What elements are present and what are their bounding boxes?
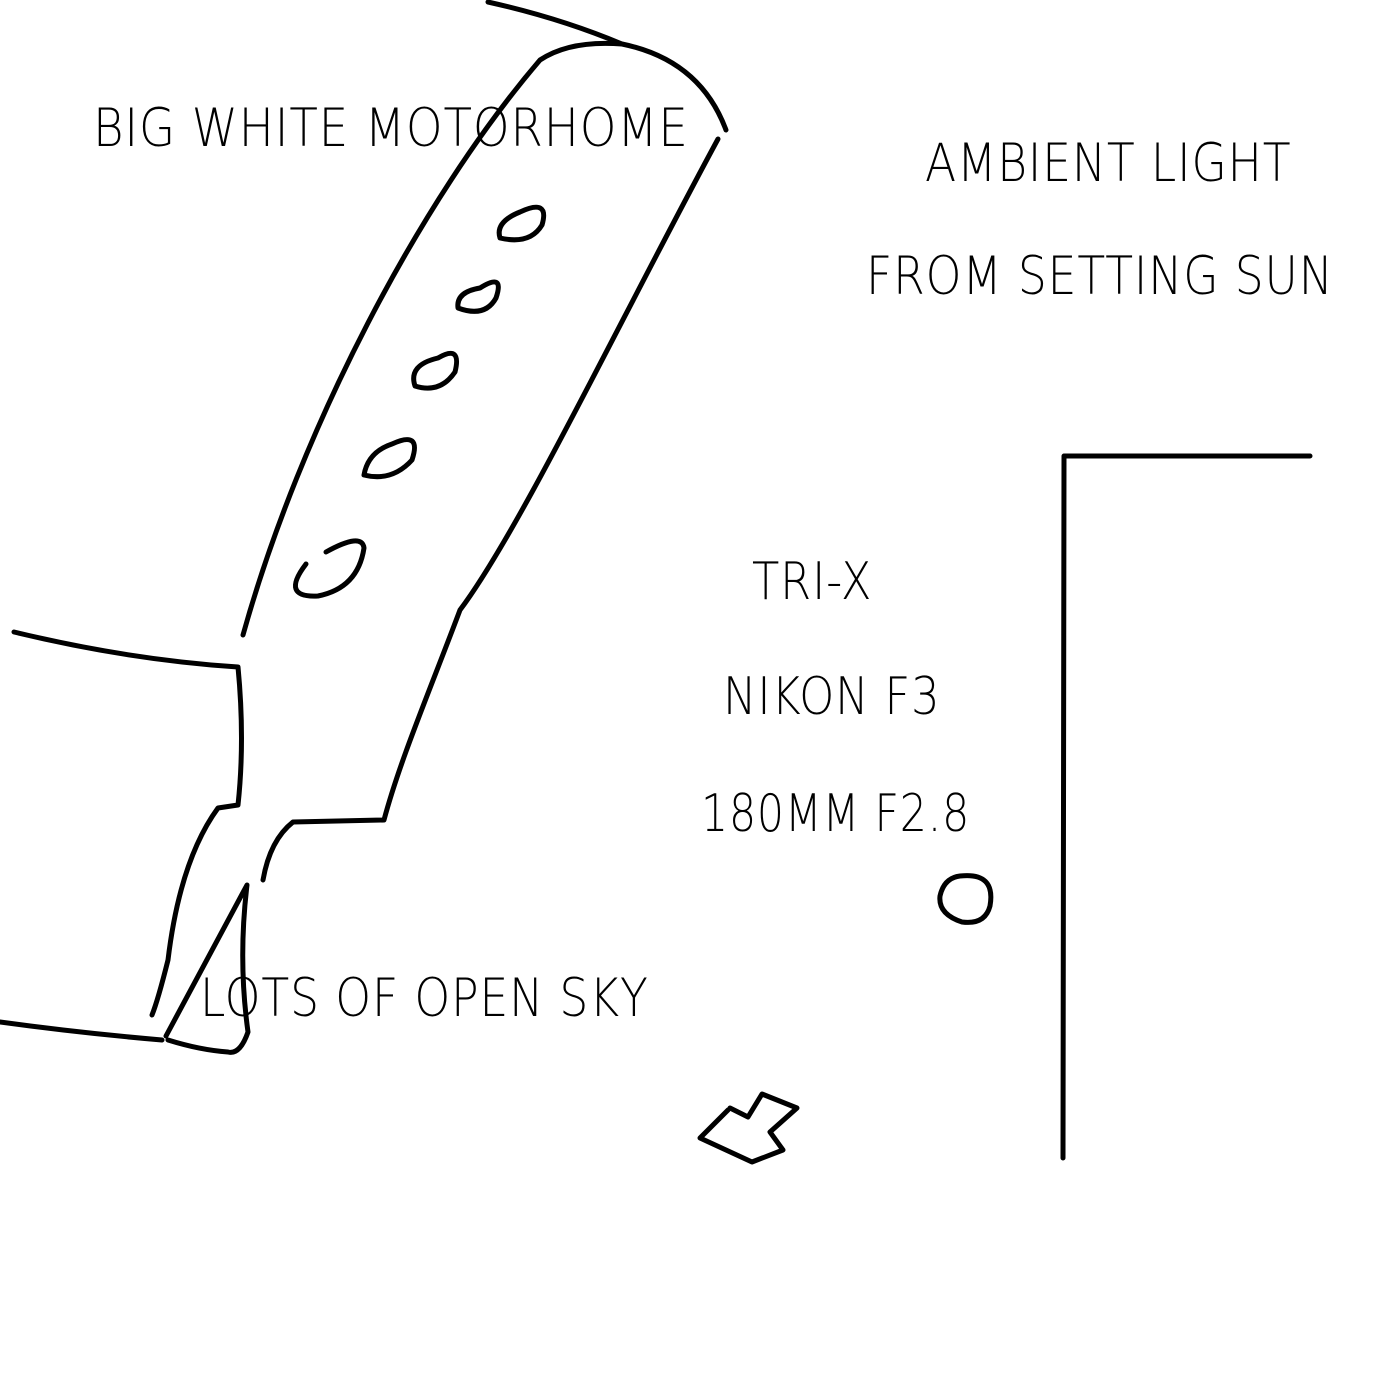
label-film-stock: TRI-X — [752, 552, 873, 612]
motorhome-wheel-wedge — [163, 882, 251, 1055]
label-open-sky: LOTS OF OPEN SKY — [200, 968, 649, 1029]
background-panel-outline — [1060, 453, 1313, 1161]
label-lens-spec: 180MM F2.8 — [701, 784, 971, 844]
window-icon-5 — [293, 538, 367, 599]
label-ambient-light-line2: FROM SETTING SUN — [866, 246, 1334, 307]
motorhome-roof-curve — [485, 0, 625, 47]
label-camera-model: NIKON F3 — [723, 667, 941, 727]
camera-icon — [697, 1091, 800, 1165]
window-icon-1 — [496, 204, 547, 243]
label-ambient-light-line1: AMBIENT LIGHT — [925, 133, 1292, 194]
window-icon-2 — [455, 279, 501, 314]
label-motorhome: BIG WHITE MOTORHOME — [93, 98, 689, 159]
motorhome-body-right-outline — [260, 136, 721, 883]
window-icon-4 — [361, 437, 417, 480]
window-icon-3 — [411, 350, 460, 391]
subject-head-icon — [937, 873, 994, 925]
motorhome-body-left-outline — [240, 40, 729, 638]
motorhome-bottom-edge — [0, 1019, 165, 1043]
motorhome-rear-block — [11, 629, 244, 1018]
